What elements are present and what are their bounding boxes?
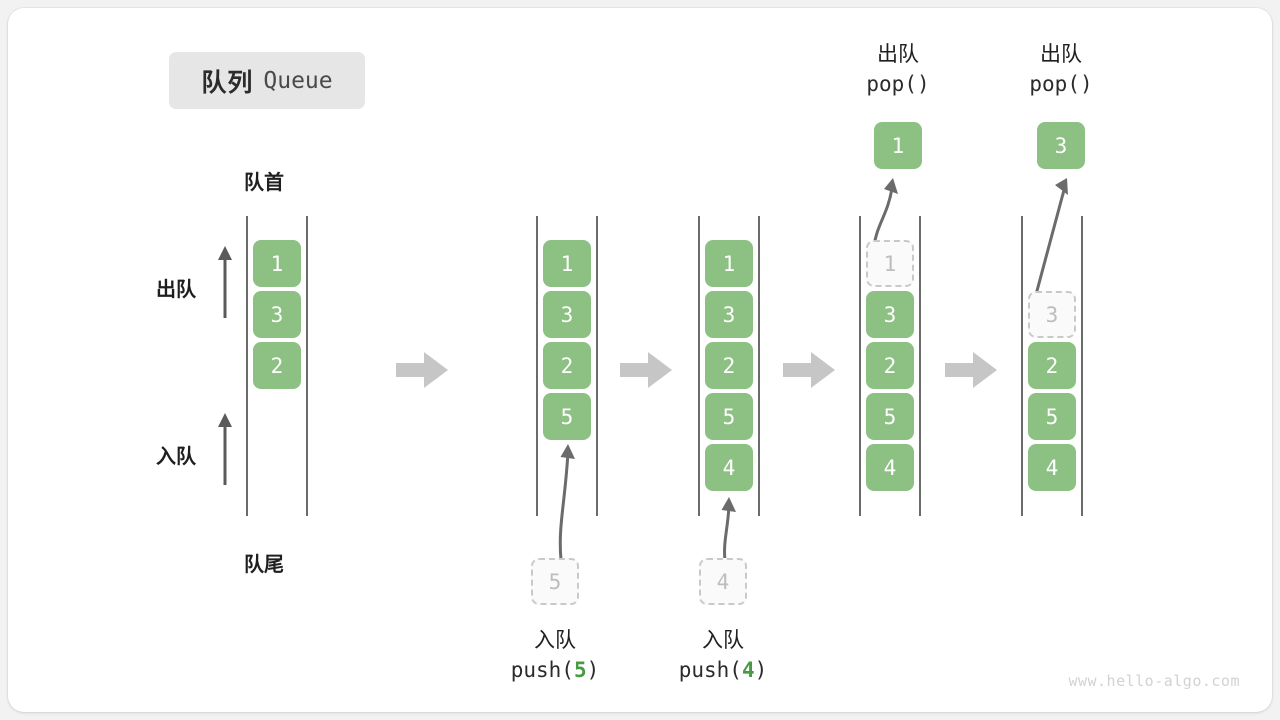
- enqueue-direction-arrow: [218, 413, 232, 485]
- queue-cell: 3: [253, 291, 301, 338]
- site-watermark: www.hello-algo.com: [1068, 672, 1240, 690]
- queue-cell-removed: 1: [866, 240, 914, 287]
- queue-cell-removed: 3: [1028, 291, 1076, 338]
- queue-stack-1: 1 3 2: [253, 240, 301, 389]
- queue-cell: 3: [866, 291, 914, 338]
- step-arrow-icon: [396, 352, 448, 388]
- queue-cell: 4: [705, 444, 753, 491]
- queue-cell: 4: [866, 444, 914, 491]
- push-close-2: ): [586, 657, 600, 682]
- queue-stack-3: 1 3 2 5 4: [705, 240, 753, 491]
- title-en: Queue: [263, 67, 333, 94]
- incoming-element-3: 4: [699, 558, 747, 605]
- step-arrow-icon: [945, 352, 997, 388]
- push-caption-3: 入队 push(4): [623, 626, 823, 686]
- pop-caption-5: 出队 pop(): [986, 40, 1136, 100]
- push-caption-code-3: push(4): [623, 656, 823, 686]
- queue-rail-3: [698, 216, 760, 516]
- popped-element-4: 1: [874, 122, 922, 169]
- incoming-element-2: 5: [531, 558, 579, 605]
- queue-stack-2: 1 3 2 5: [543, 240, 591, 440]
- popped-element-5: 3: [1037, 122, 1085, 169]
- step-arrow-icon: [620, 352, 672, 388]
- queue-cell: 5: [543, 393, 591, 440]
- step-arrow-icon: [783, 352, 835, 388]
- queue-cell: 4: [1028, 444, 1076, 491]
- push-caption-cn-3: 入队: [702, 629, 744, 652]
- queue-rear-label: 队尾: [244, 554, 284, 576]
- pop-caption-code-5: pop(): [1029, 71, 1093, 96]
- pop-caption-4: 出队 pop(): [823, 40, 973, 100]
- pop-caption-code-4: pop(): [866, 71, 930, 96]
- push-caption-code-2: push(5): [455, 656, 655, 686]
- diagram-card: 队列 Queue 队首 队尾 出队 入队 1 3 2 1 3: [8, 8, 1272, 712]
- queue-cell: 3: [705, 291, 753, 338]
- push-fn-2: push(: [510, 657, 574, 682]
- queue-cell: 2: [866, 342, 914, 389]
- title-cn: 队列: [201, 68, 254, 97]
- queue-rail-4: [859, 216, 921, 516]
- push-arrow-2: [558, 444, 575, 561]
- queue-cell: 5: [705, 393, 753, 440]
- queue-cell: 5: [866, 393, 914, 440]
- push-fn-3: push(: [678, 657, 742, 682]
- queue-stack-5: 3 2 5 4: [1028, 291, 1076, 491]
- queue-cell: 2: [543, 342, 591, 389]
- queue-front-label: 队首: [244, 172, 284, 194]
- queue-cell: 1: [705, 240, 753, 287]
- pop-arrow-5: [1032, 178, 1068, 303]
- dequeue-direction-label: 出队: [156, 279, 196, 301]
- queue-cell: 5: [1028, 393, 1076, 440]
- diagram-title-badge: 队列 Queue: [169, 52, 365, 109]
- queue-cell: 1: [543, 240, 591, 287]
- queue-cell: 2: [1028, 342, 1076, 389]
- queue-rail-5: [1021, 216, 1083, 516]
- push-caption-2: 入队 push(5): [455, 626, 655, 686]
- push-arg-3: 4: [741, 657, 755, 682]
- queue-cell: 2: [253, 342, 301, 389]
- queue-rail-2: [536, 216, 598, 516]
- enqueue-direction-label: 入队: [156, 446, 196, 468]
- queue-rail-1: [246, 216, 308, 516]
- push-arg-2: 5: [573, 657, 587, 682]
- queue-cell: 3: [543, 291, 591, 338]
- pop-caption-cn-5: 出队: [1040, 43, 1082, 66]
- queue-cell: 2: [705, 342, 753, 389]
- queue-stack-4: 1 3 2 5 4: [866, 240, 914, 491]
- push-arrow-3: [721, 497, 736, 562]
- pop-caption-cn-4: 出队: [877, 43, 919, 66]
- dequeue-direction-arrow: [218, 246, 232, 318]
- push-caption-cn-2: 入队: [534, 629, 576, 652]
- push-close-3: ): [754, 657, 768, 682]
- queue-cell: 1: [253, 240, 301, 287]
